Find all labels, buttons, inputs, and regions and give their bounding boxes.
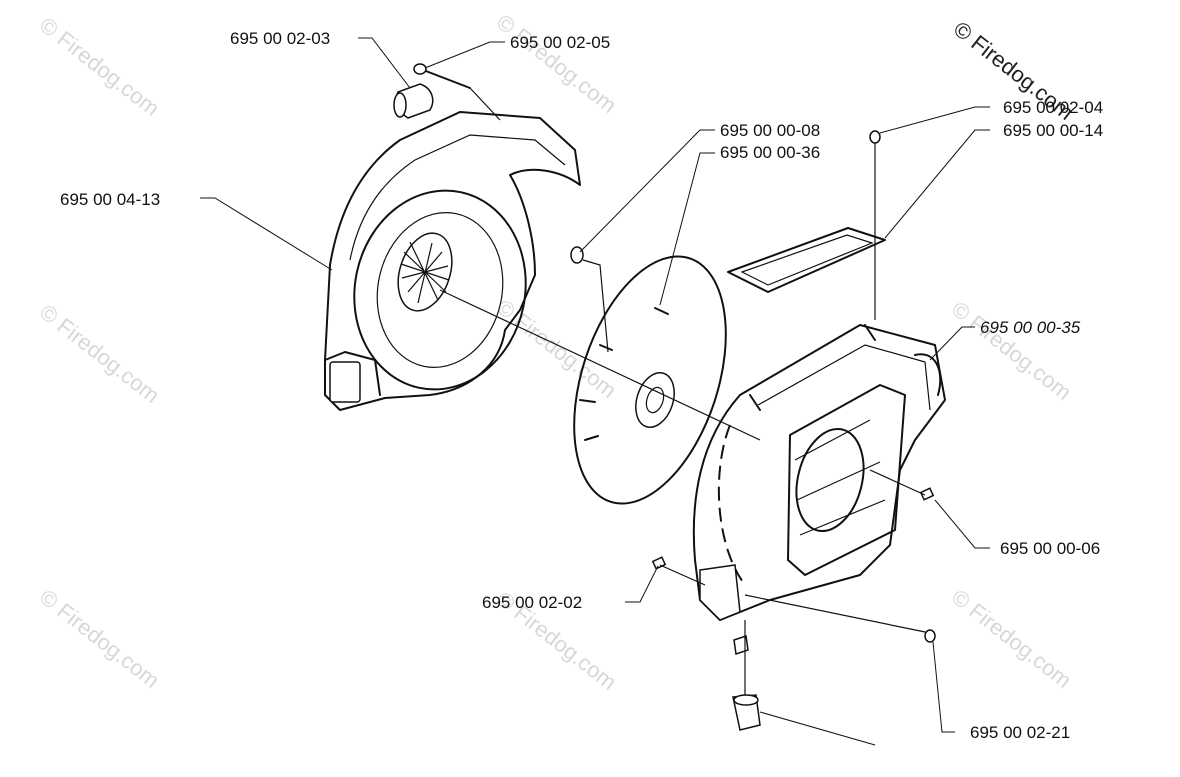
label-695-00-00-35: 695 00 00-35 bbox=[980, 318, 1081, 337]
watermark-3: © Firedog.com bbox=[35, 299, 164, 408]
part-labels: 695 00 02-03 695 00 02-05 695 00 04-13 6… bbox=[60, 29, 1103, 742]
label-695-00-00-14: 695 00 00-14 bbox=[1003, 121, 1103, 140]
watermark-2: © Firedog.com bbox=[492, 9, 621, 118]
label-695-00-02-05: 695 00 02-05 bbox=[510, 33, 610, 52]
small-parts bbox=[651, 487, 936, 731]
leader-lines bbox=[200, 37, 990, 746]
screw-middle bbox=[570, 246, 609, 353]
blower-housing bbox=[692, 324, 946, 621]
shaft-axis-right bbox=[869, 469, 926, 496]
label-695-00-02-03: 695 00 02-03 bbox=[230, 29, 330, 48]
shaft-axis bbox=[439, 289, 761, 441]
fan-cover-housing bbox=[324, 111, 581, 411]
watermark-8: © Firedog.com bbox=[947, 584, 1076, 693]
damper-part bbox=[393, 83, 434, 119]
label-695-00-02-04: 695 00 02-04 bbox=[1003, 98, 1103, 117]
label-695-00-00-06: 695 00 00-06 bbox=[1000, 539, 1100, 558]
screw-top bbox=[413, 63, 501, 121]
label-695-00-02-21: 695 00 02-21 bbox=[970, 723, 1070, 742]
label-695-00-02-02: 695 00 02-02 bbox=[482, 593, 582, 612]
label-695-00-00-36: 695 00 00-36 bbox=[720, 143, 820, 162]
label-695-00-00-08: 695 00 00-08 bbox=[720, 121, 820, 140]
cap-top-right bbox=[869, 130, 881, 320]
gasket-plate bbox=[727, 227, 886, 293]
watermark-1: © Firedog.com bbox=[35, 12, 164, 121]
watermark-6: © Firedog.com bbox=[35, 584, 164, 693]
watermark-5: © Firedog.com bbox=[947, 296, 1076, 405]
shaft-axis-low bbox=[659, 564, 706, 586]
label-695-00-04-13: 695 00 04-13 bbox=[60, 190, 160, 209]
watermark-4: © Firedog.com bbox=[492, 294, 621, 403]
